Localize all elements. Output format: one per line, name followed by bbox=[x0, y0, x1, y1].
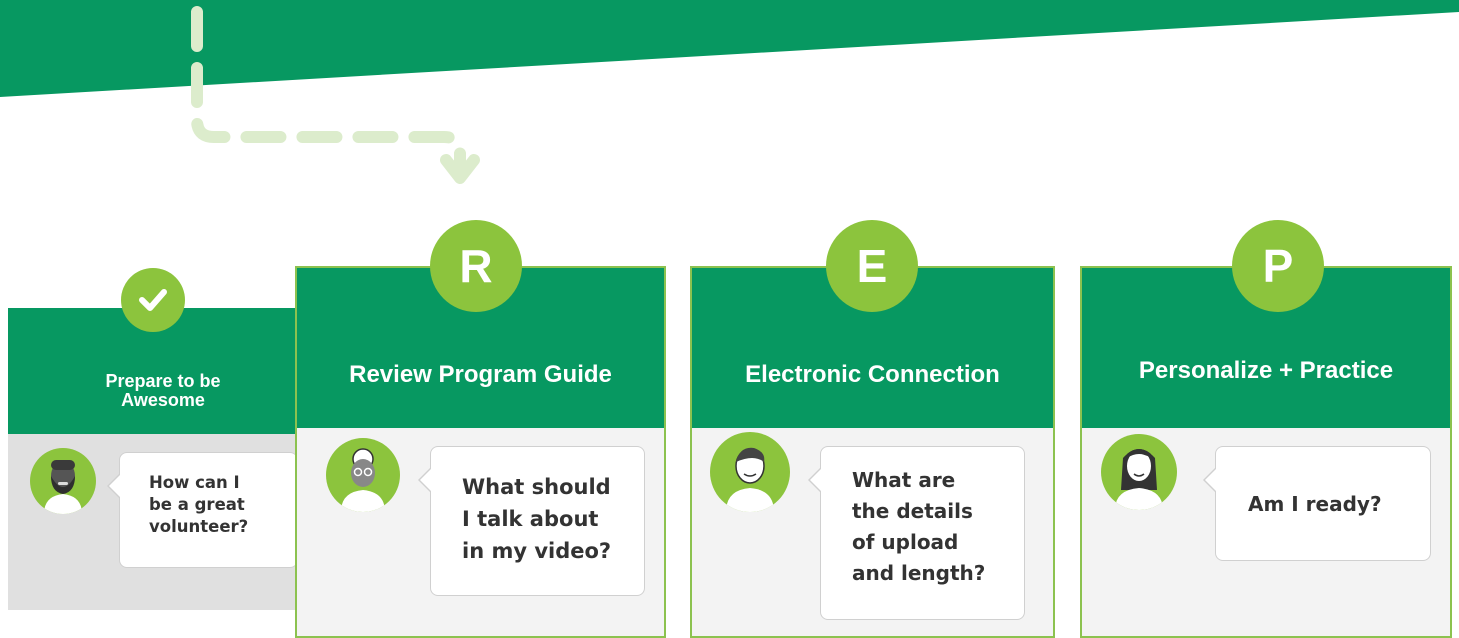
woman-long-hair-avatar-icon bbox=[1101, 434, 1177, 510]
young-man-avatar-icon bbox=[710, 432, 790, 512]
question-bubble: Am I ready? bbox=[1203, 446, 1431, 561]
step-card-personalize: P Personalize + Practice Am I ready? bbox=[1080, 220, 1452, 638]
question-text: How can I be a great volunteer? bbox=[149, 473, 249, 536]
step-letter-badge: E bbox=[826, 220, 918, 312]
header-banner bbox=[0, 0, 1459, 97]
step-card-electronic: E Electronic Connection What are the det… bbox=[690, 220, 1055, 638]
bearded-man-avatar-icon bbox=[30, 448, 96, 514]
step-letter-badge: P bbox=[1232, 220, 1324, 312]
question-text: Am I ready? bbox=[1248, 492, 1382, 516]
question-text: What are the details of upload and lengt… bbox=[852, 468, 986, 585]
step-title: Personalize + Practice bbox=[1138, 357, 1394, 384]
flow-arrow bbox=[191, 6, 480, 184]
checkmark-badge bbox=[121, 268, 185, 332]
older-woman-avatar-icon bbox=[326, 438, 400, 512]
question-bubble: What should I talk about in my video? bbox=[418, 446, 645, 596]
checkmark-icon bbox=[139, 289, 167, 311]
step-card-review: R Review Program Guide What should I tal… bbox=[295, 220, 666, 638]
step-title: Electronic Connection bbox=[745, 361, 1000, 388]
question-bubble: How can I be a great volunteer? bbox=[107, 452, 298, 568]
question-bubble: What are the details of upload and lengt… bbox=[808, 446, 1025, 620]
step-letter-badge: R bbox=[430, 220, 522, 312]
step-card-prepare: Prepare to be Awesome How can I be a gre… bbox=[8, 268, 298, 610]
step-title: Prepare to be Awesome bbox=[105, 371, 221, 410]
question-text: What should I talk about in my video? bbox=[462, 475, 612, 563]
step-title: Review Program Guide bbox=[349, 361, 612, 388]
